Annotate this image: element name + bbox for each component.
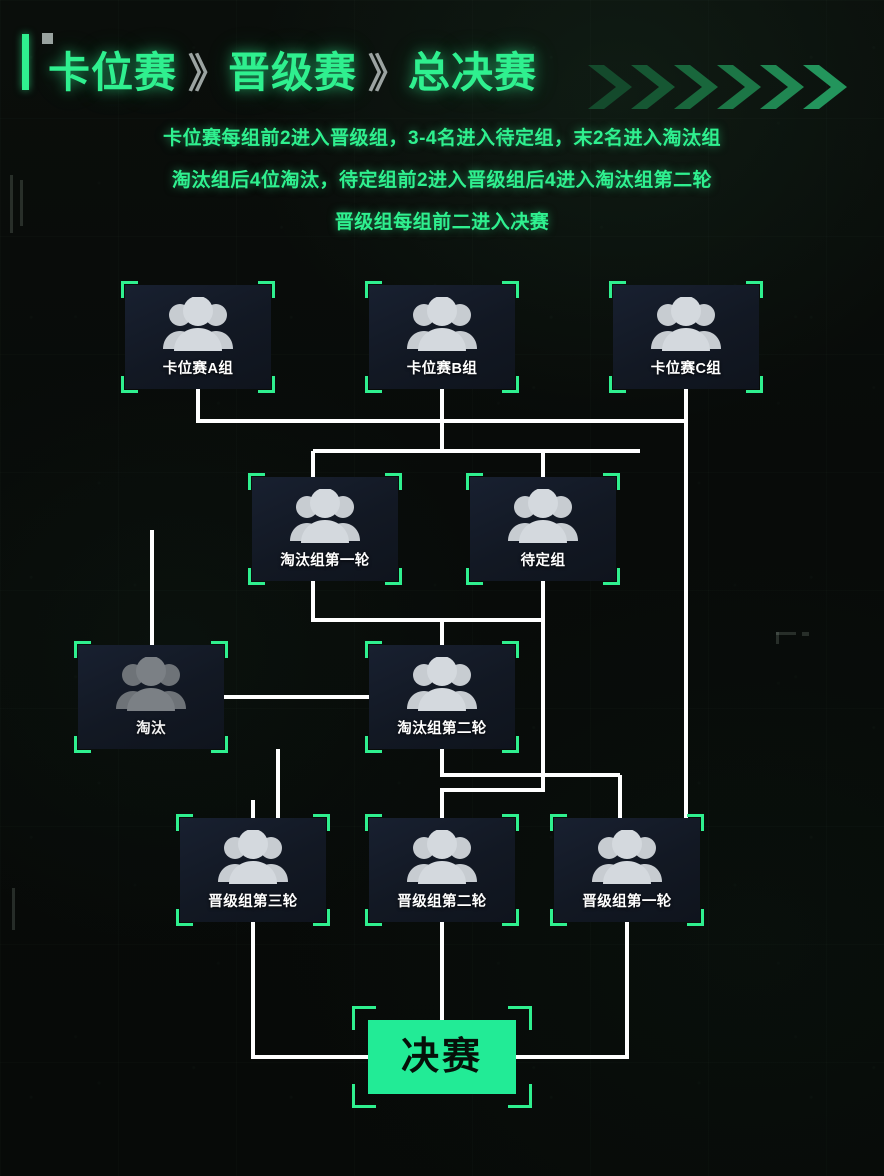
group-of-people-icon bbox=[649, 296, 723, 358]
final-node-label: 决赛 bbox=[400, 1036, 483, 1078]
title-word-stage2: 晋级赛 bbox=[228, 49, 358, 96]
trailing-chevron-6 bbox=[803, 65, 847, 109]
bracket-node-elimination-round-1[interactable]: 淘汰组第一轮 bbox=[248, 473, 402, 585]
title-accent-bar bbox=[22, 34, 29, 90]
decorative-tick-left-mid bbox=[20, 180, 23, 226]
group-of-people-icon bbox=[405, 656, 479, 718]
group-of-people-icon bbox=[405, 829, 479, 891]
bracket-node-qualifier-group-c[interactable]: 卡位赛C组 bbox=[609, 281, 763, 393]
subtitle-line-2: 淘汰组后4位淘汰，待定组前2进入晋级组后4进入淘汰组第二轮 bbox=[171, 170, 713, 191]
bracket-node-label: 淘汰组第二轮 bbox=[397, 721, 487, 737]
group-of-people-icon bbox=[288, 488, 362, 550]
bracket-node-pending-group[interactable]: 待定组 bbox=[466, 473, 620, 585]
bracket-node-label: 卡位赛B组 bbox=[406, 361, 478, 377]
trailing-chevron-2 bbox=[631, 65, 675, 109]
subtitle-line-1: 卡位赛每组前2进入晋级组，3-4名进入待定组，末2名进入淘汰组 bbox=[162, 128, 722, 149]
decorative-tick-left-top bbox=[10, 175, 13, 233]
group-of-people-icon bbox=[161, 296, 235, 358]
decorative-tick-left-low bbox=[12, 888, 15, 930]
decorative-corner-mark-right bbox=[776, 632, 796, 635]
bracket-node-label: 淘汰 bbox=[136, 721, 166, 737]
group-of-people-icon bbox=[405, 296, 479, 358]
bracket-node-label: 待定组 bbox=[520, 553, 566, 569]
title-accent-square bbox=[42, 33, 53, 44]
bracket-node-advancement-round-3[interactable]: 晋级组第三轮 bbox=[176, 814, 330, 926]
trailing-chevron-3 bbox=[674, 65, 718, 109]
bracket-node-label: 卡位赛A组 bbox=[162, 361, 234, 377]
bracket-node-label: 淘汰组第一轮 bbox=[280, 553, 370, 569]
bracket-node-advancement-round-2[interactable]: 晋级组第二轮 bbox=[365, 814, 519, 926]
bracket-node-label: 晋级组第三轮 bbox=[208, 894, 298, 910]
decorative-corner-mark-right-vert bbox=[776, 632, 779, 644]
decorative-corner-dot-right bbox=[802, 632, 809, 636]
bracket-node-label: 卡位赛C组 bbox=[650, 361, 722, 377]
bracket-node-eliminated[interactable]: 淘汰 bbox=[74, 641, 228, 753]
trailing-chevron-1 bbox=[588, 65, 632, 109]
bracket-node-final[interactable]: 决赛 bbox=[368, 1020, 516, 1094]
group-of-people-icon bbox=[114, 656, 188, 718]
bracket-node-qualifier-group-b[interactable]: 卡位赛B组 bbox=[365, 281, 519, 393]
bracket-node-elimination-round-2[interactable]: 淘汰组第二轮 bbox=[365, 641, 519, 753]
bracket-node-qualifier-group-a[interactable]: 卡位赛A组 bbox=[121, 281, 275, 393]
trailing-chevron-5 bbox=[760, 65, 804, 109]
bracket-node-label: 晋级组第一轮 bbox=[582, 894, 672, 910]
title-word-stage3: 总决赛 bbox=[408, 49, 538, 96]
subtitle-line-3: 晋级组每组前二进入决赛 bbox=[334, 212, 550, 233]
group-of-people-icon bbox=[216, 829, 290, 891]
group-of-people-icon bbox=[590, 829, 664, 891]
trailing-chevron-4 bbox=[717, 65, 761, 109]
bracket-node-advancement-round-1[interactable]: 晋级组第一轮 bbox=[550, 814, 704, 926]
title-word-stage1: 卡位赛 bbox=[48, 49, 178, 96]
page-header: 卡位赛 》 晋级赛 》 总决赛 bbox=[0, 28, 884, 109]
subtitle-block: 卡位赛每组前2进入晋级组，3-4名进入待定组，末2名进入淘汰组 淘汰组后4位淘汰… bbox=[0, 118, 884, 244]
bracket-node-label: 晋级组第二轮 bbox=[397, 894, 487, 910]
group-of-people-icon bbox=[506, 488, 580, 550]
